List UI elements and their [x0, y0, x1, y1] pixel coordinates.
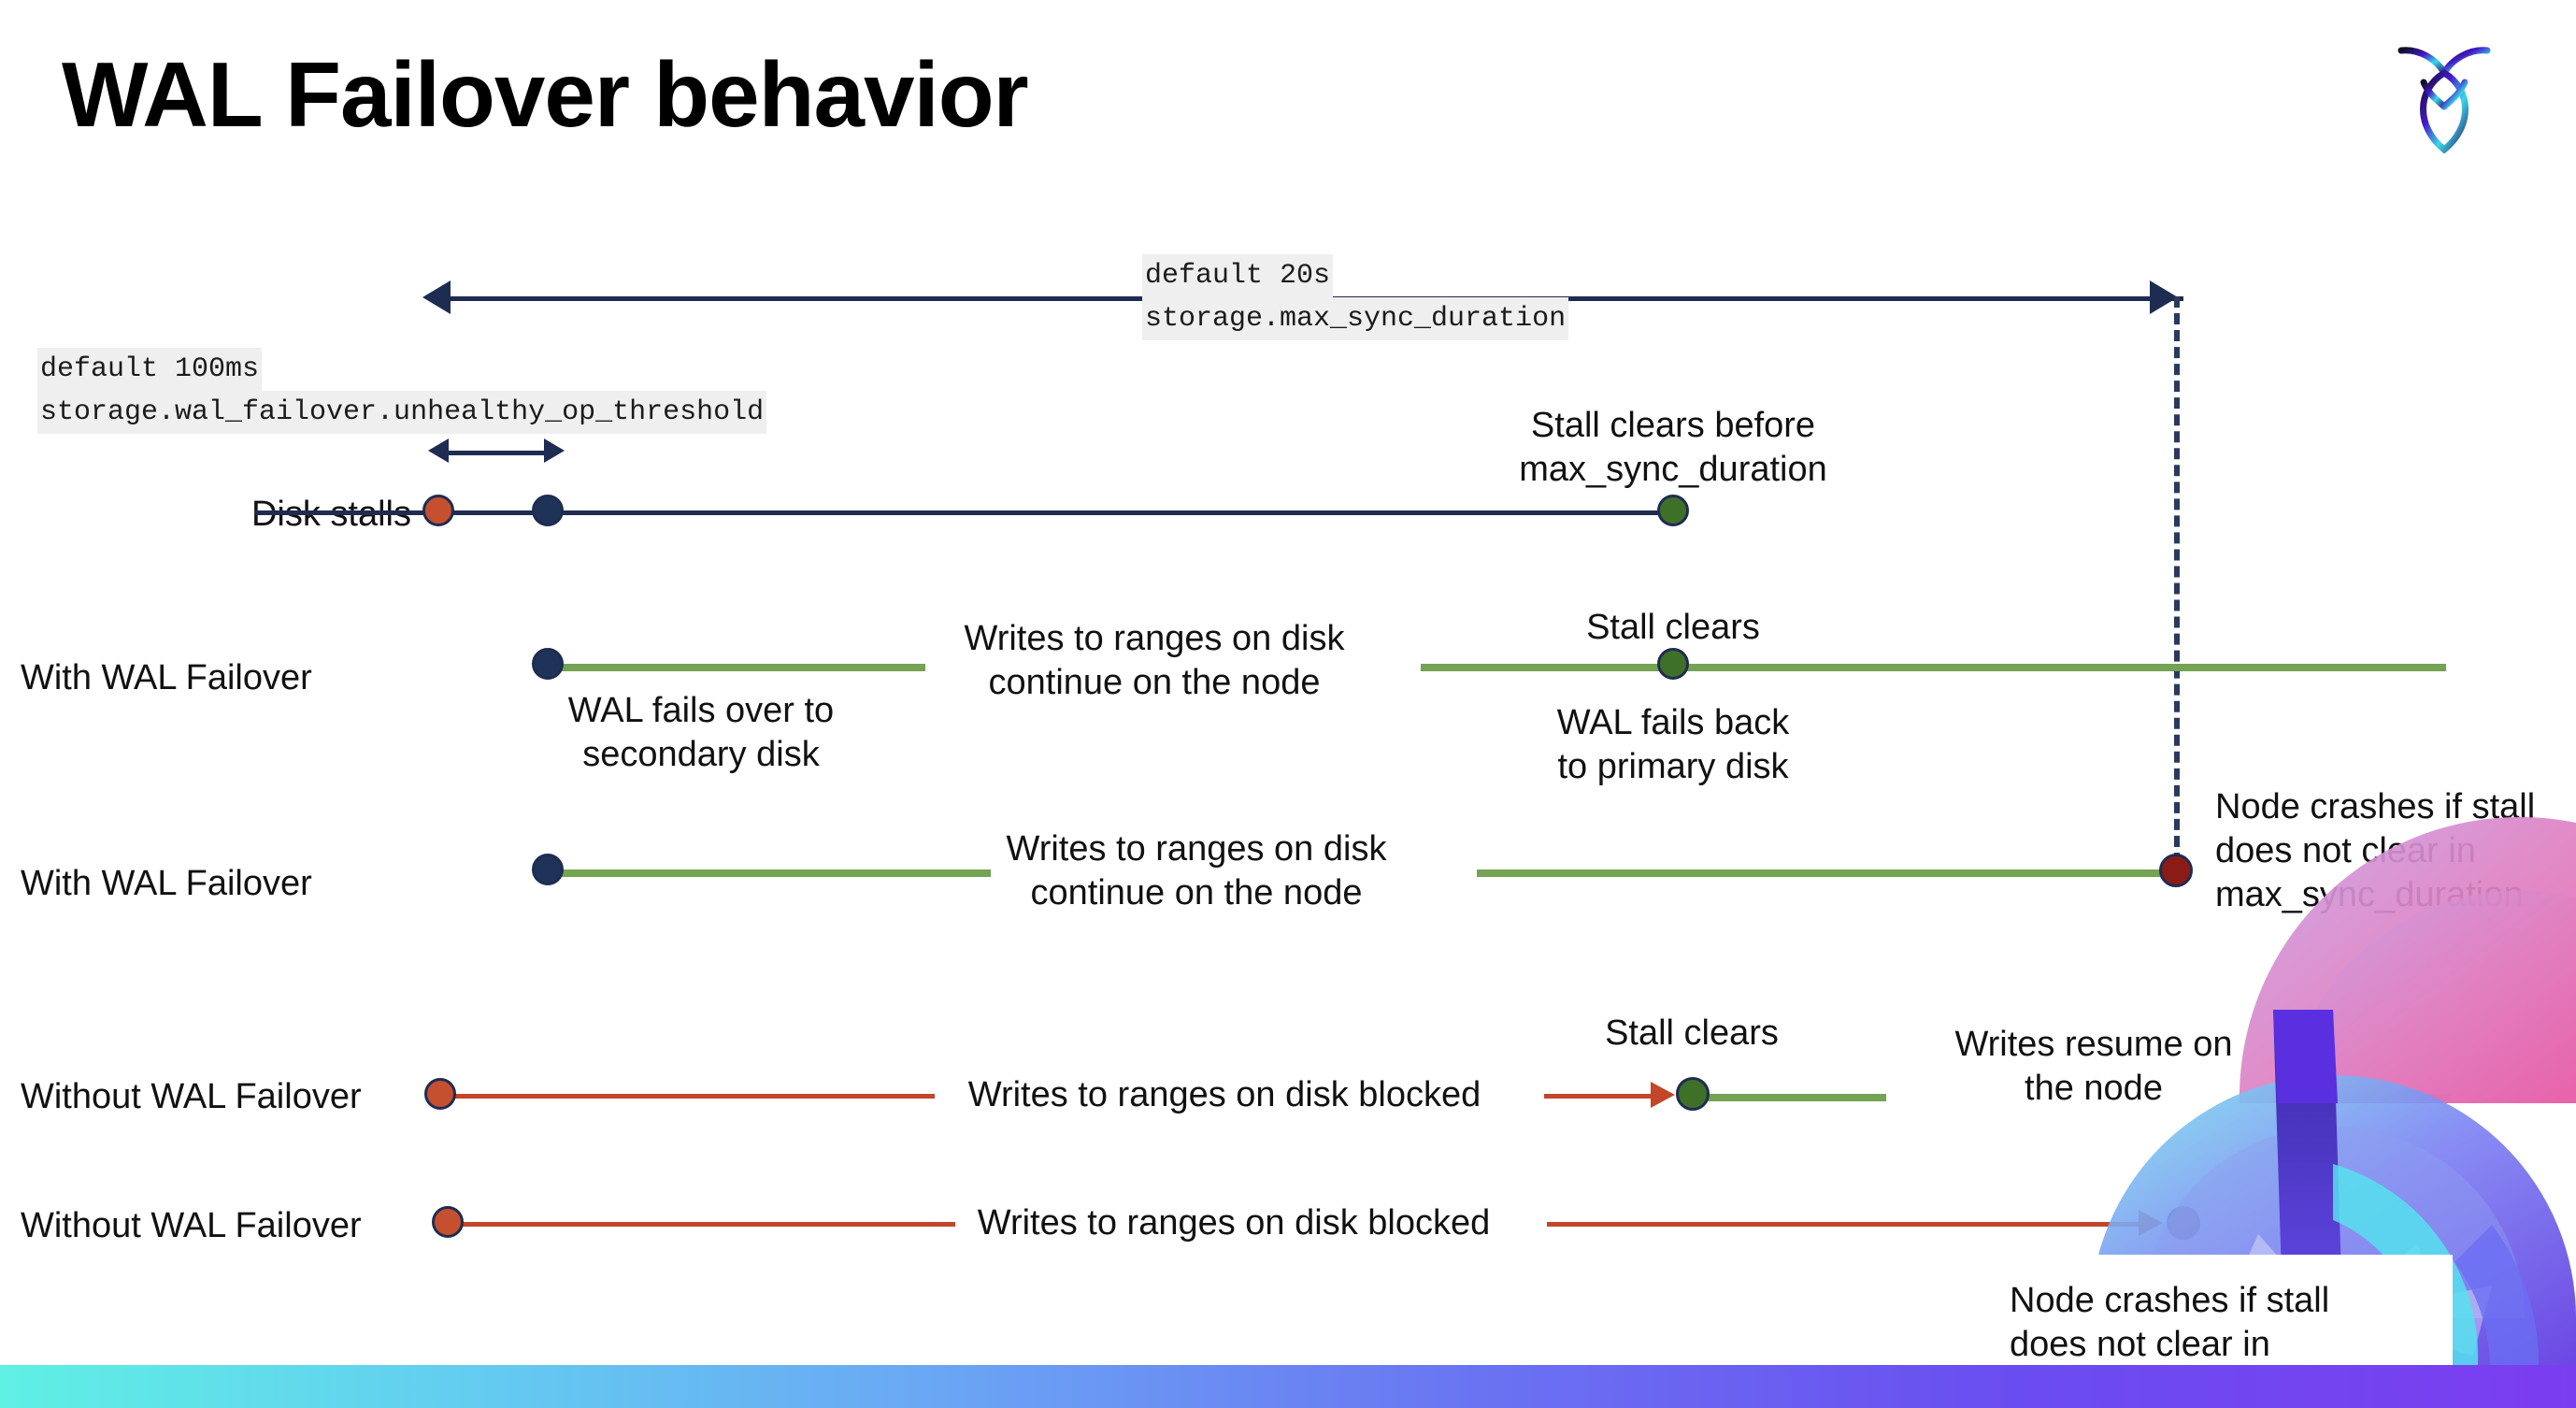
unhealthy-threshold-default-label: default 100ms — [37, 348, 263, 391]
with-wal-failover-crash-note: Node crashes if stall does not clear in … — [2215, 787, 2536, 914]
with-wal-failover-clears-clear-note: Stall clears — [1586, 608, 1760, 647]
with-wal-failover-clears-failover-dot — [532, 648, 564, 680]
without-wal-failover-clears-resume-line-2 — [2290, 1094, 2451, 1101]
without-wal-failover-clears-clear-dot — [1676, 1077, 1710, 1111]
without-wal-failover-clears-clear-note: Stall clears — [1605, 1013, 1779, 1053]
max-sync-span-left-arrowhead — [422, 280, 451, 314]
with-wal-failover-crash-line-1 — [542, 869, 991, 877]
row-label-with-wal-failover-clears: With WAL Failover — [21, 658, 312, 697]
without-wal-failover-crash-crash-dot — [2167, 1206, 2200, 1240]
max-sync-deadline-connector — [2174, 296, 2180, 881]
unhealthy-threshold-setting-name: storage.wal_failover.unhealthy_op_thresh… — [37, 391, 767, 434]
without-wal-failover-clears-resume-note: Writes resume on the node — [1954, 1025, 2233, 1108]
unhealthy-threshold-span-line — [445, 451, 546, 455]
without-wal-failover-clears-arrowhead — [1651, 1082, 1675, 1108]
bottom-gradient-bar — [0, 1365, 2576, 1408]
unhealthy-threshold-right-arrowhead — [544, 438, 565, 463]
disk-stalls-clear-annotation: Stall clears before max_sync_duration — [1519, 406, 1827, 489]
without-wal-failover-clears-start-dot — [424, 1078, 456, 1110]
without-wal-failover-crash-arrowhead — [2139, 1210, 2163, 1236]
max-sync-span-right-arrowhead — [2150, 280, 2178, 314]
with-wal-failover-crash-failover-dot — [532, 854, 564, 885]
without-wal-failover-crash-blocked-line-1 — [460, 1222, 955, 1227]
unhealthy-threshold-left-arrowhead — [428, 438, 449, 463]
with-wal-failover-clears-line-2 — [1421, 664, 2446, 671]
without-wal-failover-clears-blocked-line-1 — [449, 1094, 935, 1099]
without-wal-failover-crash-blocked-note: Writes to ranges on disk blocked — [977, 1203, 1491, 1243]
max-sync-setting-name: storage.max_sync_duration — [1142, 297, 1569, 340]
max-sync-duration-annotation: default 20s storage.max_sync_duration — [1142, 254, 1569, 340]
max-sync-default-label: default 20s — [1142, 254, 1334, 297]
unhealthy-op-threshold-annotation: default 100ms storage.wal_failover.unhea… — [37, 348, 767, 434]
without-wal-failover-crash-start-dot — [432, 1206, 464, 1238]
without-wal-failover-clears-resume-line-1 — [1699, 1094, 1886, 1101]
row-label-without-wal-failover-crash: Without WAL Failover — [21, 1206, 362, 1245]
with-wal-failover-start-note: WAL fails over to secondary disk — [567, 691, 835, 774]
with-wal-failover-crash-crash-dot — [2159, 854, 2193, 887]
row-label-with-wal-failover-crash: With WAL Failover — [21, 864, 312, 903]
row-label-without-wal-failover-clears: Without WAL Failover — [21, 1077, 362, 1116]
disk-stalls-failover-dot — [532, 495, 564, 526]
disk-stalls-clear-dot — [1657, 495, 1689, 526]
with-wal-failover-clears-mid-note: Writes to ranges on disk continue on the… — [964, 619, 1345, 702]
without-wal-failover-clears-blocked-line-2 — [1544, 1094, 1652, 1099]
cockroachdb-logo — [2388, 28, 2500, 159]
with-wal-failover-crash-line-2 — [1477, 869, 2178, 877]
without-wal-failover-crash-blocked-line-2 — [1547, 1222, 2140, 1227]
with-wal-failover-crash-mid-note: Writes to ranges on disk continue on the… — [1006, 829, 1387, 912]
page-title: WAL Failover behavior — [62, 43, 1029, 146]
with-wal-failover-clears-line-1 — [542, 664, 925, 671]
disk-stalls-start-dot — [422, 495, 454, 526]
without-wal-failover-clears-blocked-note: Writes to ranges on disk blocked — [967, 1075, 1481, 1114]
with-wal-failover-clears-end-note: WAL fails back to primary disk — [1556, 703, 1790, 786]
disk-stalls-timeline — [254, 510, 1675, 515]
with-wal-failover-clears-clear-dot — [1657, 648, 1689, 680]
